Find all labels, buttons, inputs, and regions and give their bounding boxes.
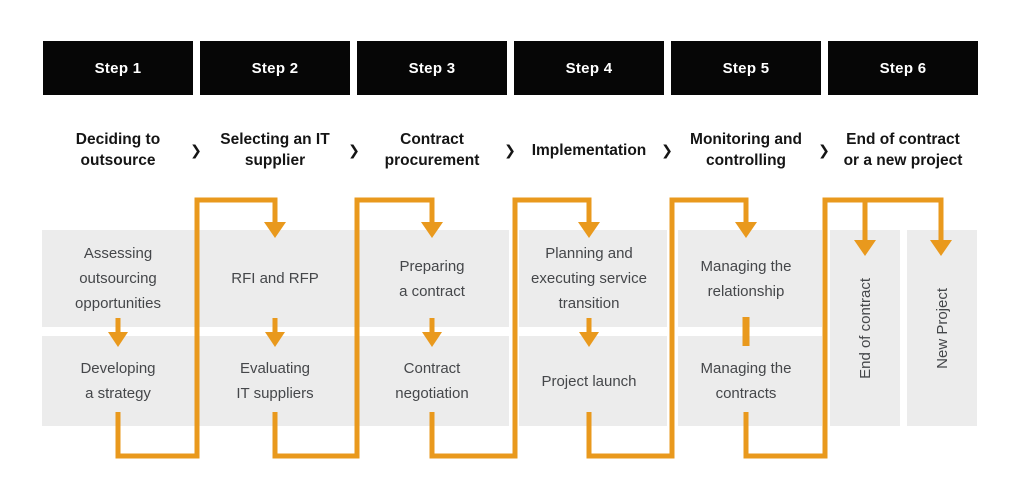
chevron-right-icon: ❯ [348, 142, 360, 158]
step-2-label: Step 2 [251, 59, 299, 77]
task-developing-a-strategy: Developing a strategy [80, 360, 156, 402]
task-assessing-outsourcing-opportunities: Assessing outsourcing opportunities [75, 245, 161, 312]
chevron-right-icon: ❯ [818, 142, 830, 158]
task-rfi-and-rfp: RFI and RFP [231, 270, 319, 287]
step-5-label: Step 5 [722, 59, 770, 77]
chevron-right-icon: ❯ [504, 142, 516, 158]
step-1-header: Step 1 [43, 41, 193, 95]
task-contract-negotiation: Contract negotiation [395, 360, 469, 402]
step-6-label: Step 6 [879, 59, 927, 77]
step-3-label: Step 3 [408, 59, 456, 77]
step-3-header: Step 3 [357, 41, 507, 95]
task-managing-the-contracts: Managing the contracts [700, 360, 792, 402]
step-6-title: End of contract or a new project [843, 131, 963, 169]
step-1-title: Deciding to outsource [75, 131, 161, 169]
task-planning-executing-service-transition: Planning and executing service transitio… [531, 245, 647, 312]
step-5-title: Monitoring and controlling [690, 131, 802, 169]
step-2-header: Step 2 [200, 41, 350, 95]
step-4-title: Implementation [531, 141, 647, 159]
chevron-right-icon: ❯ [190, 142, 202, 158]
step-4-header: Step 4 [514, 41, 664, 95]
step-2-title: Selecting an IT supplier [220, 131, 330, 169]
task-project-launch: Project launch [541, 372, 637, 390]
step-6-header: Step 6 [828, 41, 978, 95]
task-end-of-contract: End of contract [830, 230, 900, 426]
chevron-right-icon: ❯ [661, 142, 673, 158]
new-project-label: New Project [933, 287, 951, 369]
task-managing-the-relationship: Managing the relationship [700, 257, 792, 300]
task-new-project: New Project [907, 230, 977, 426]
step-4-label: Step 4 [565, 59, 613, 77]
step-5-header: Step 5 [671, 41, 821, 95]
task-preparing-a-contract: Preparing a contract [399, 257, 465, 300]
end-of-contract-label: End of contract [856, 277, 874, 379]
step-3-title: Contract procurement [384, 131, 480, 169]
task-evaluating-it-suppliers: Evaluating IT suppliers [236, 360, 314, 402]
step-1-label: Step 1 [94, 59, 142, 77]
